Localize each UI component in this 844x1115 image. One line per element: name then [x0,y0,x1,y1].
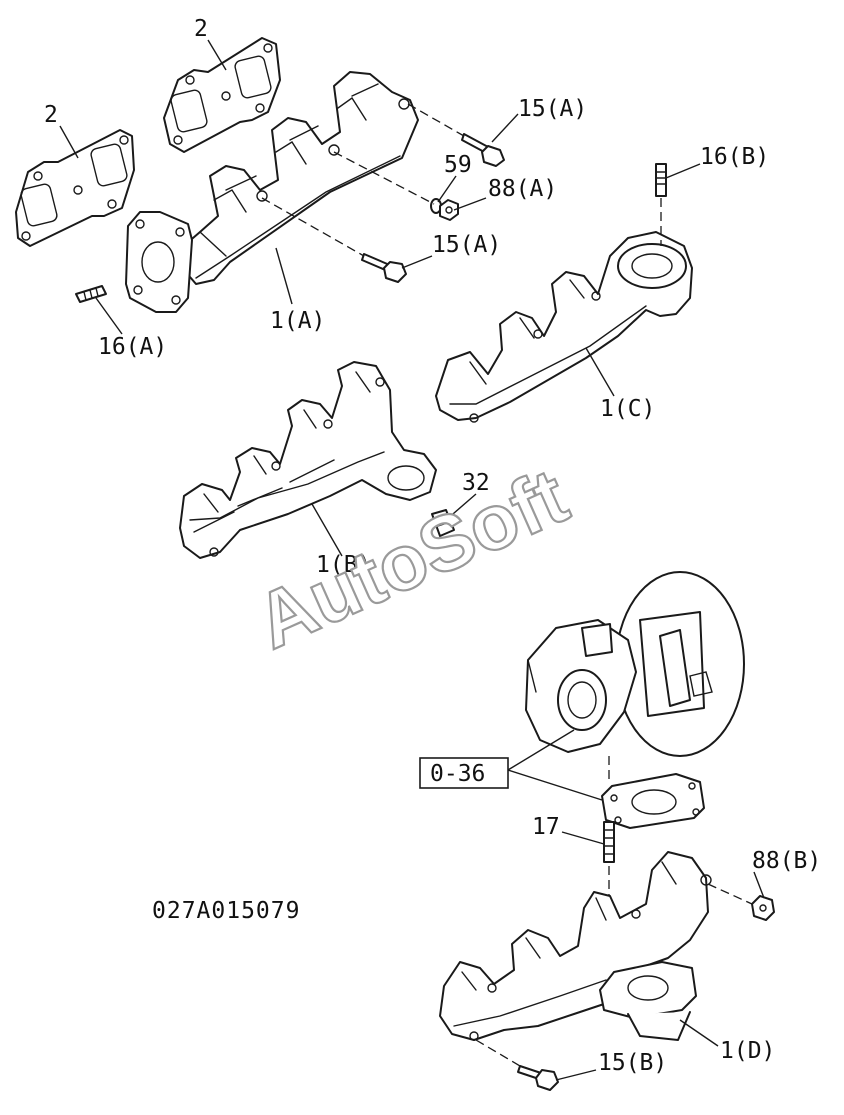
stud-16a[interactable] [75,285,107,303]
callout-gasket-left: 2 [44,102,58,128]
callout-nut-88a: 88(A) [488,176,557,202]
exhaust-gasket-right[interactable] [163,37,281,153]
exhaust-gasket-left[interactable] [15,129,135,247]
callout-washer-59: 59 [444,152,472,178]
stud-17[interactable] [603,821,615,863]
nut-88b[interactable] [751,895,775,921]
callout-bolt-15a-mid: 15(A) [432,232,501,258]
callout-manifold-1a: 1(A) [270,308,325,334]
leader-lines [59,39,765,1081]
callout-fitting-32: 32 [462,470,490,496]
bolt-axis-15b [475,1039,521,1067]
callout-nut-88b: 88(B) [752,848,821,874]
turbocharger[interactable] [525,571,745,757]
callout-manifold-1d: 1(D) [720,1038,775,1064]
exhaust-manifold-1d[interactable] [439,851,712,1041]
drawing-code: 027A015079 [152,898,300,924]
bolt-axis-88b [707,883,753,905]
bolt-axis-88a [333,151,435,205]
bolt-15a-top[interactable] [461,133,505,167]
exhaust-manifold-1a[interactable] [125,71,419,313]
bolt-15b[interactable] [517,1065,559,1091]
callout-manifold-1c: 1(C) [600,396,655,422]
fitting-32[interactable] [431,509,455,537]
callout-gasket-right: 2 [194,16,208,42]
callout-bolt-15a-top: 15(A) [518,96,587,122]
group-reference-box[interactable] [419,757,509,789]
callout-stud-17: 17 [532,814,560,840]
turbo-gasket[interactable] [601,773,705,829]
callout-stud-16b: 16(B) [700,144,769,170]
stud-16b[interactable] [655,163,667,197]
callout-manifold-1b: 1(B) [316,552,371,578]
bolt-axis-15a-top [407,103,465,137]
callout-group-ref[interactable]: 0-36 [430,761,485,787]
nut-88a[interactable] [439,199,459,221]
exhaust-manifold-1b[interactable] [179,361,437,559]
bolt-axis-15a-mid [261,197,365,257]
callout-bolt-15b: 15(B) [598,1050,667,1076]
callout-stud-16a: 16(A) [98,334,167,360]
exhaust-manifold-1c[interactable] [435,231,693,423]
bolt-15a-mid[interactable] [361,253,407,283]
